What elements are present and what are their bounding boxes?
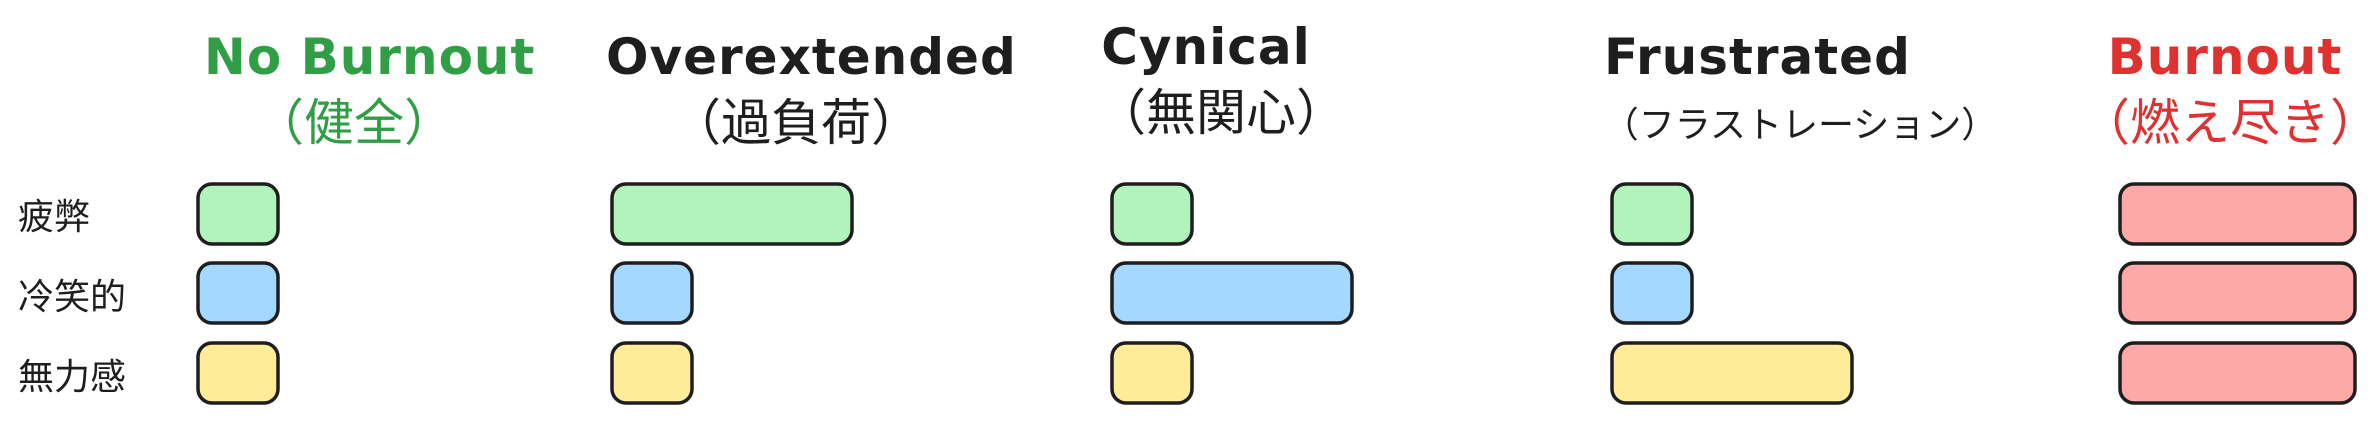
column-title-frustrated: Frustrated: [1604, 28, 1911, 86]
bar-no-burnout-cynicism-low: [196, 261, 280, 325]
bar-frustrated-exhaustion-low: [1610, 182, 1694, 246]
column-title-burnout: Burnout: [2107, 28, 2343, 86]
column-subtitle-cynical: （無関心）: [1096, 84, 1346, 142]
bar-burnout-inefficacy-high: [2118, 341, 2357, 405]
column-title-overextended: Overextended: [606, 28, 1017, 86]
bar-burnout-cynicism-high: [2118, 261, 2357, 325]
column-title-cynical: Cynical: [1101, 18, 1311, 76]
row-label-exhaustion: 疲弊: [18, 197, 91, 238]
row-label-cynicism: 冷笑的: [18, 277, 127, 318]
bar-frustrated-inefficacy-high: [1610, 341, 1854, 405]
bar-burnout-exhaustion-high: [2118, 182, 2357, 246]
bar-overextended-inefficacy-low: [610, 341, 694, 405]
column-header-no-burnout: No Burnout （健全）: [204, 28, 536, 152]
bar-frustrated-cynicism-low: [1610, 261, 1694, 325]
bar-overextended-cynicism-low: [610, 261, 694, 325]
column-header-frustrated: Frustrated （フラストレーション）: [1590, 32, 2010, 144]
column-title-no-burnout: No Burnout: [204, 28, 536, 86]
column-header-overextended: Overextended （過負荷）: [606, 28, 1017, 152]
column-subtitle-no-burnout: （健全）: [254, 94, 454, 152]
bar-no-burnout-inefficacy-low: [196, 341, 280, 405]
bar-no-burnout-exhaustion-low: [196, 182, 280, 246]
bar-cynical-exhaustion-low: [1110, 182, 1194, 246]
column-header-burnout: Burnout （燃え尽き）: [2080, 28, 2376, 152]
column-subtitle-frustrated: （フラストレーション）: [1602, 105, 1998, 146]
column-header-cynical: Cynical （無関心）: [1096, 18, 1346, 142]
bar-overextended-exhaustion-high: [610, 182, 854, 246]
row-label-inefficacy: 無力感: [18, 357, 127, 398]
bar-cynical-inefficacy-low: [1110, 341, 1194, 405]
bar-cynical-cynicism-high: [1110, 261, 1354, 325]
column-subtitle-burnout: （燃え尽き）: [2080, 94, 2376, 152]
column-subtitle-overextended: （過負荷）: [671, 94, 921, 152]
